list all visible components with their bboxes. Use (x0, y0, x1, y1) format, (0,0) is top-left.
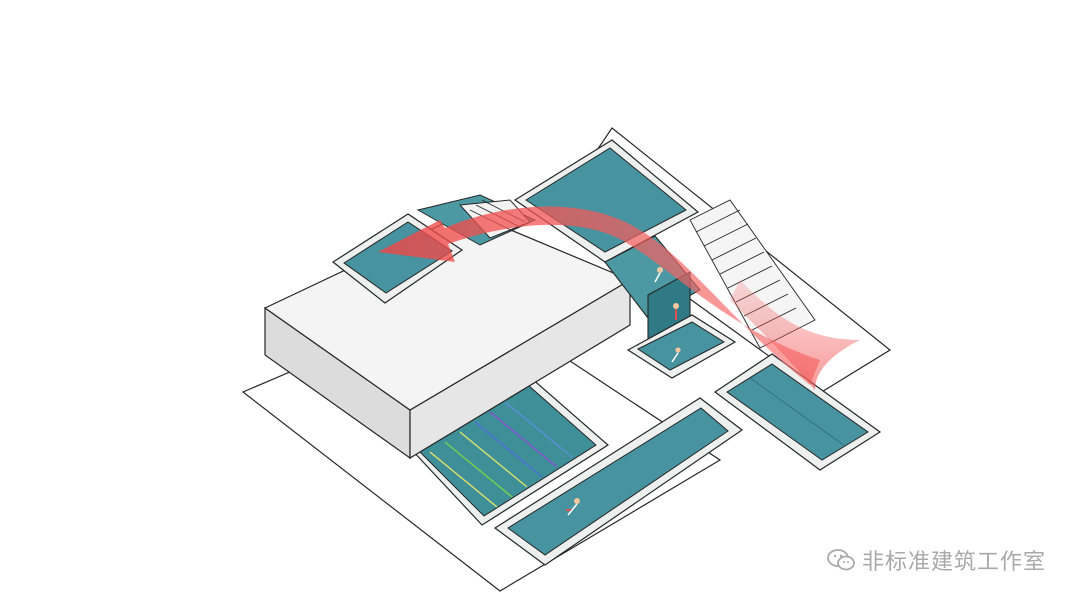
watermark-text: 非标准建筑工作室 (861, 550, 1046, 575)
lap-pool-lanes (429, 401, 573, 508)
swimmer-figure (566, 498, 580, 516)
diver-figure (671, 347, 681, 363)
long-pool (493, 397, 744, 566)
lap-pool (409, 376, 610, 526)
wechat-icon (827, 549, 855, 571)
swimmer-figure (654, 267, 679, 320)
side-pool (713, 353, 882, 471)
flow-arrow (378, 206, 860, 390)
terraced-stairs (689, 199, 816, 349)
main-building (263, 211, 632, 460)
watermark: 非标准建筑工作室 (826, 544, 1046, 576)
diving-pool (626, 314, 737, 379)
upper-pool (513, 139, 700, 263)
